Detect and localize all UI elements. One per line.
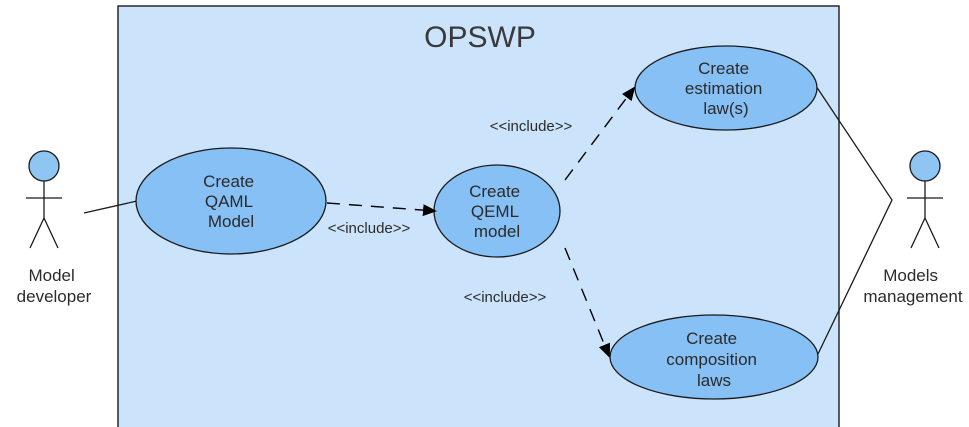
system-title: OPSWP bbox=[424, 21, 536, 54]
use-case-create-qeml-model[interactable]: Create QEML model bbox=[433, 164, 561, 258]
actor-model-developer[interactable]: Model developer bbox=[17, 150, 92, 306]
use-case-label-line: QAML bbox=[205, 192, 253, 211]
use-case-label-line: composition bbox=[666, 350, 757, 369]
use-case-create-qaml-model[interactable]: Create QAML Model bbox=[135, 147, 327, 255]
use-case-label: Create composition laws bbox=[666, 329, 761, 390]
actor-head bbox=[909, 150, 941, 182]
include-label: <<include>> bbox=[464, 289, 547, 306]
use-case-ellipse bbox=[135, 147, 327, 255]
use-case-label-line: Create bbox=[469, 182, 520, 201]
use-case-create-estimation-laws[interactable]: Create estimation law(s) bbox=[634, 45, 818, 131]
actor-label: Model developer bbox=[17, 266, 92, 306]
actor-label: Models management bbox=[863, 266, 963, 306]
use-case-label-line: laws bbox=[697, 371, 731, 390]
actor-head bbox=[28, 150, 60, 182]
use-case-label: Create QAML Model bbox=[203, 172, 259, 231]
use-case-label-line: Create bbox=[203, 172, 254, 191]
actor-left-leg bbox=[910, 217, 926, 249]
include-arrow-qeml-to-composition bbox=[564, 247, 611, 358]
association-developer-qaml bbox=[83, 200, 138, 214]
include-label: <<include>> bbox=[328, 220, 411, 237]
use-case-label-line: QEML bbox=[471, 202, 519, 221]
use-case-label-line: model bbox=[474, 222, 520, 241]
actor-label-line: management bbox=[863, 287, 963, 306]
actor-right-leg bbox=[924, 217, 940, 249]
include-arrow-qaml-to-qeml bbox=[326, 202, 437, 217]
actor-label-line: Model bbox=[28, 266, 74, 285]
use-case-label: Create QEML model bbox=[469, 182, 525, 241]
association-management-laws bbox=[815, 85, 893, 355]
use-case-create-composition-laws[interactable]: Create composition laws bbox=[609, 314, 819, 400]
include-arrow-qeml-to-estimation bbox=[564, 86, 636, 181]
use-case-label-line: law(s) bbox=[703, 99, 748, 118]
actor-models-management[interactable]: Models management bbox=[863, 150, 963, 306]
use-case-label: Create estimation law(s) bbox=[685, 59, 767, 118]
include-label: <<include>> bbox=[490, 118, 573, 135]
actor-right-leg bbox=[43, 217, 59, 249]
actor-label-line: Models bbox=[883, 266, 938, 285]
actor-left-leg bbox=[29, 217, 45, 249]
use-case-label-line: Create bbox=[686, 329, 737, 348]
actor-label-line: developer bbox=[17, 287, 92, 306]
use-case-label-line: estimation bbox=[685, 79, 762, 98]
use-case-label-line: Model bbox=[208, 212, 254, 231]
use-case-label-line: Create bbox=[698, 59, 749, 78]
